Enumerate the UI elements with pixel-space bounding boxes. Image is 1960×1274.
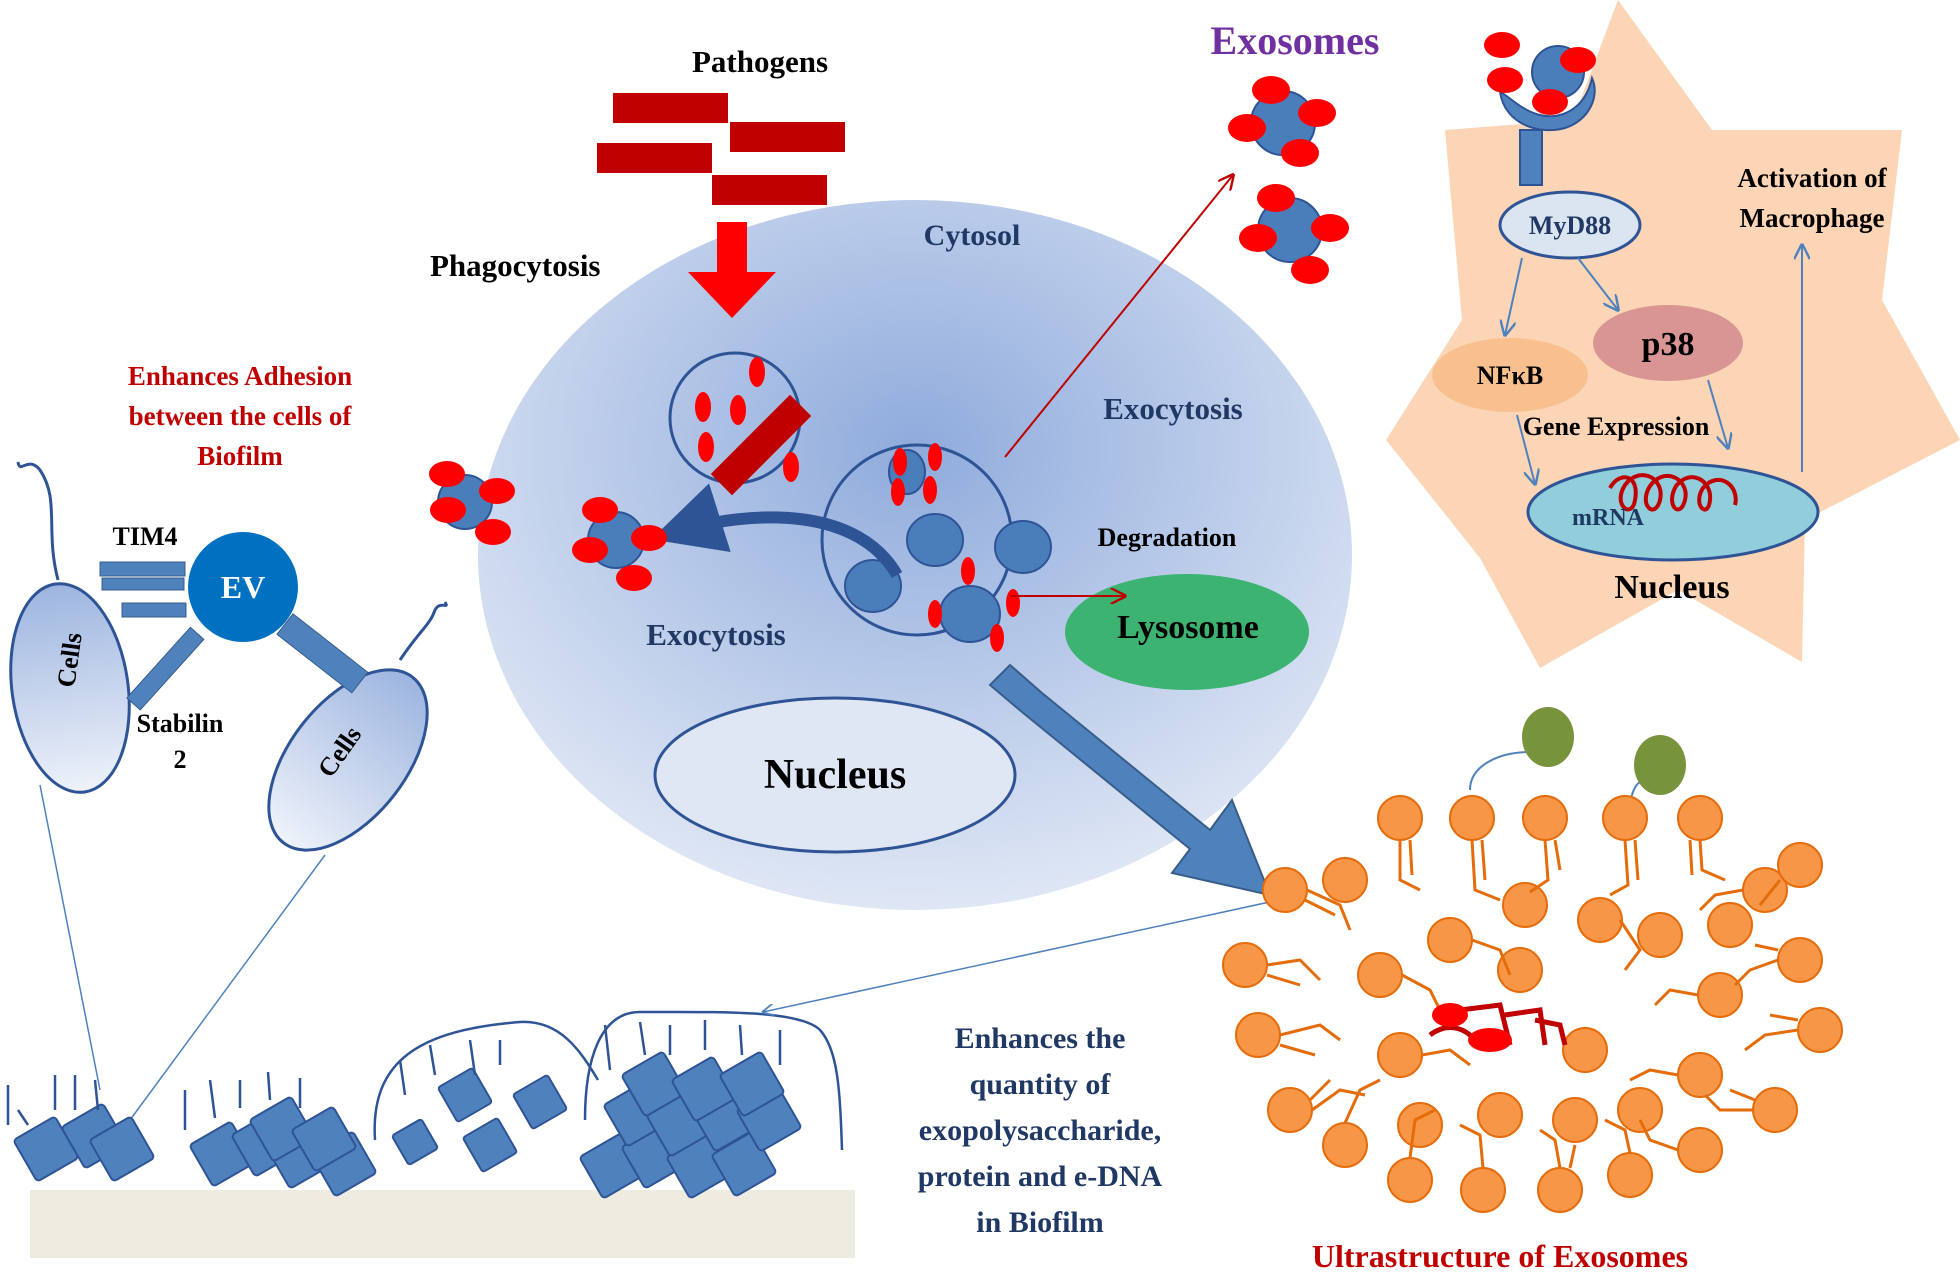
phagosome <box>668 351 812 496</box>
macrophage-nucleus-label: Nucleus <box>1614 569 1729 606</box>
glycoprotein-right <box>1629 735 1686 811</box>
nfkb-label: NFκB <box>1477 361 1543 390</box>
biofilm-matrix <box>6 1010 844 1151</box>
lysosome-label: Lysosome <box>1117 609 1259 646</box>
multivesicular-body <box>651 443 1052 652</box>
biofilm-cells <box>13 1051 802 1199</box>
extracellular-vesicle <box>188 532 298 642</box>
arrow-nfkb-to-nucleus <box>1516 414 1535 484</box>
pathogen-cluster <box>597 93 845 205</box>
biofilm-substrate <box>30 1190 855 1258</box>
macrophage-nucleus <box>1526 462 1820 562</box>
ultrastructure-title: Ultrastructure of Exosomes <box>1312 1238 1688 1274</box>
cell-right <box>267 668 429 852</box>
cytosol-label: Cytosol <box>924 219 1021 252</box>
myd88-node <box>1498 190 1642 260</box>
exocytosis-arrow <box>1004 175 1233 458</box>
lipid-bilayer-tails <box>1266 839 1799 1169</box>
zoom-line-right <box>129 854 326 1121</box>
adhesion-label-line2: between the cells of <box>129 401 353 431</box>
exosome-released-center <box>572 497 667 591</box>
flagellum-right <box>398 601 448 661</box>
cell-nucleus-label: Nucleus <box>764 752 906 798</box>
p38-label: p38 <box>1642 326 1695 363</box>
activation-label-line2: Macrophage <box>1740 203 1885 233</box>
mrna-label: mRNA <box>1572 505 1645 531</box>
exosome-cargo <box>1428 1002 1568 1052</box>
pathogens-label: Pathogens <box>692 44 828 79</box>
tlr-receptor <box>1498 74 1596 186</box>
tim4-receptor <box>99 561 187 618</box>
biofilm-effect-line5: in Biofilm <box>976 1206 1104 1239</box>
activation-label-line1: Activation of <box>1737 163 1887 193</box>
ev-label: EV <box>221 569 265 605</box>
exosome-top-1 <box>1228 76 1336 167</box>
glycoprotein-left <box>1469 707 1574 791</box>
biofilm-effect-line1: Enhances the <box>955 1022 1126 1055</box>
gene-expression-label: Gene Expression <box>1523 412 1710 441</box>
ultrastructure-to-biofilm-arrow <box>763 897 1289 1012</box>
mrna-strand <box>1608 473 1738 512</box>
tim4-label: TIM4 <box>113 522 178 551</box>
stabilin2-receptor <box>126 626 205 711</box>
adhesion-label-line1: Enhances Adhesion <box>128 361 352 391</box>
exocytosis-left-label: Exocytosis <box>646 617 786 652</box>
exosome-bound <box>1484 32 1596 115</box>
biofilm-effect-line3: exopolysaccharide, <box>919 1114 1161 1147</box>
adhesion-label-line3: Biofilm <box>197 441 283 471</box>
arrow-p38-to-nucleus <box>1707 379 1728 448</box>
exocytosis-right-label: Exocytosis <box>1103 391 1243 426</box>
lipid-bilayer-heads <box>1222 795 1843 1213</box>
phagocytosis-arrow <box>688 222 776 318</box>
exosome-top-2 <box>1239 184 1349 284</box>
ultrastructure-arrow <box>988 663 1272 897</box>
nfkb-node <box>1432 338 1588 412</box>
arrow-myd88-to-nfkb <box>1505 257 1523 335</box>
degradation-label: Degradation <box>1098 523 1237 552</box>
ev-connector-right <box>276 613 369 694</box>
exosomes-title: Exosomes <box>1211 18 1380 63</box>
zoom-line-left <box>39 784 101 1091</box>
stabilin-label-line2: 2 <box>174 745 187 774</box>
cell-left <box>9 582 131 794</box>
biofilm-effect-line2: quantity of <box>970 1068 1112 1101</box>
exosome-released-left <box>429 461 515 545</box>
p38-node <box>1593 305 1743 381</box>
stabilin-label-line1: Stabilin <box>137 709 224 738</box>
arrow-myd88-to-p38 <box>1577 257 1618 310</box>
biofilm-effect-line4: protein and e-DNA <box>918 1160 1163 1193</box>
phagocytosis-label: Phagocytosis <box>430 248 601 283</box>
myd88-label: MyD88 <box>1529 211 1611 240</box>
flagellum-left <box>16 461 60 581</box>
cell-nucleus <box>653 696 1017 854</box>
